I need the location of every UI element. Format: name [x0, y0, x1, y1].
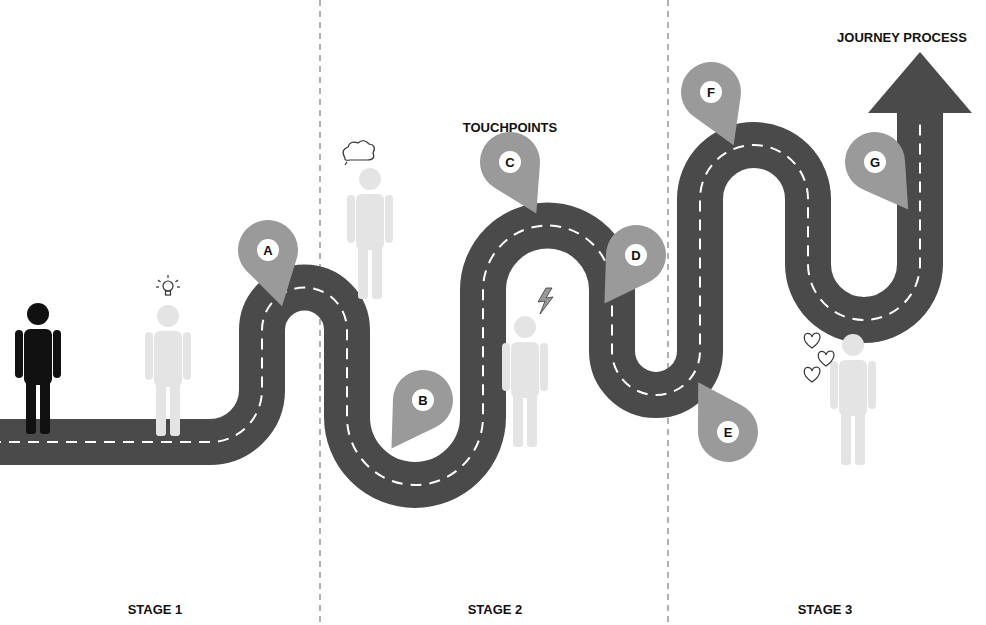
pin-body: [833, 120, 933, 226]
thought-cloud: [343, 141, 374, 165]
pin-letter: E: [698, 402, 758, 462]
diagram-title: JOURNEY PROCESS: [837, 30, 967, 45]
person-figure: [830, 334, 876, 465]
pin-body: [366, 359, 464, 465]
stage-divider: [667, 0, 669, 625]
lightbulb-icon: [156, 275, 180, 295]
pin-body: [579, 214, 677, 320]
stage-label: STAGE 1: [128, 602, 183, 617]
road: [0, 108, 920, 485]
touchpoint-pin: B: [393, 370, 453, 430]
person-figure: [15, 303, 61, 434]
touchpoint-pin: C: [480, 132, 540, 192]
pin-body: [672, 367, 769, 473]
stage-label: STAGE 2: [468, 602, 523, 617]
section-title: TOUCHPOINTS: [463, 120, 557, 135]
hearts-icon: [804, 333, 834, 382]
road-centerline: [0, 120, 920, 485]
pin-letter: C: [480, 132, 540, 192]
pin-body: [672, 53, 762, 157]
touchpoint-pin: E: [698, 402, 758, 462]
stage-label: STAGE 3: [798, 602, 853, 617]
pin-letter: D: [606, 225, 666, 285]
pin-letter: A: [238, 220, 298, 280]
arrow-head: [868, 52, 972, 113]
touchpoint-pin: D: [606, 225, 666, 285]
touchpoint-pin: F: [681, 62, 741, 122]
touchpoint-pin: G: [845, 132, 905, 192]
person-figure: [145, 305, 191, 436]
pin-letter: G: [845, 132, 905, 192]
pin-letter: B: [393, 370, 453, 430]
pin-letter: F: [681, 62, 741, 122]
person-figure: [502, 316, 548, 447]
touchpoint-pin: A: [238, 220, 298, 280]
pin-body: [232, 214, 311, 314]
person-figure: [347, 168, 393, 299]
lightning-icon: [538, 288, 553, 314]
pin-body: [470, 122, 563, 228]
